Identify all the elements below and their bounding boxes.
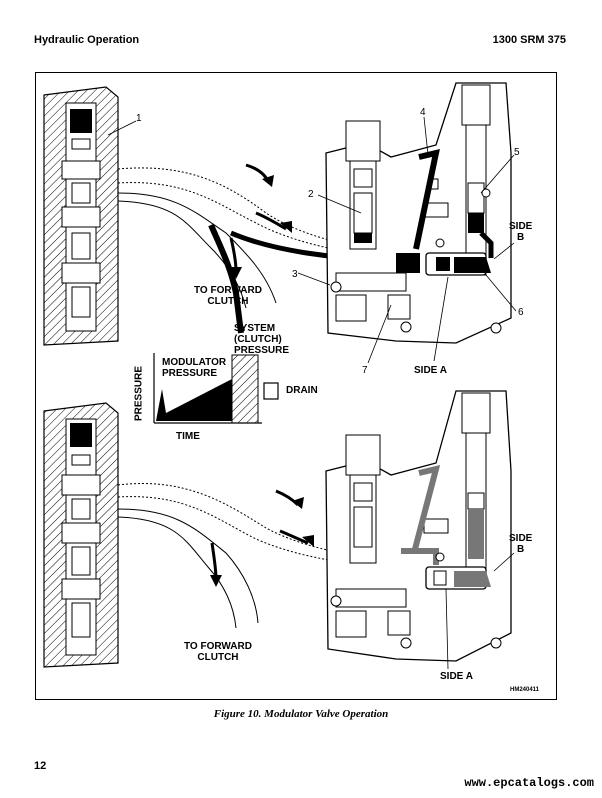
leader-lines-bottom	[445, 552, 515, 670]
leader-lines-top	[107, 116, 517, 364]
callout-2: 2	[308, 189, 314, 200]
modulator-valve-drawing	[43, 82, 517, 670]
valve-assembly-right-bottom	[325, 390, 512, 662]
header-section-title: Hydraulic Operation	[34, 34, 140, 46]
label-to-forward-clutch-bottom: TO FORWARD CLUTCH	[184, 641, 252, 663]
label-side-b-bottom: SIDE B	[509, 533, 533, 555]
drawing-id: HM240411	[510, 687, 540, 693]
callout-3: 3	[292, 269, 298, 280]
label-side-a-bottom: SIDE A	[440, 671, 473, 682]
figure-caption: Figure 10. Modulator Valve Operation	[213, 708, 389, 720]
flow-arrows-bottom	[210, 489, 314, 587]
valve-body-left-bottom	[43, 402, 119, 668]
label-system-clutch-pressure: SYSTEM (CLUTCH) PRESSURE	[234, 323, 290, 356]
label-modulator-pressure: MODULATOR PRESSURE	[162, 357, 227, 379]
valve-body-left-top	[43, 86, 119, 346]
figure-frame: 1 2 3 4 5 6 7 TO FORWARD CLUTCH SIDE B S…	[35, 72, 557, 700]
callout-5: 5	[514, 147, 520, 158]
label-to-forward-clutch-top: TO FORWARD CLUTCH	[194, 285, 262, 307]
label-side-b-top: SIDE B	[509, 221, 533, 243]
pressure-line-forward	[208, 223, 244, 334]
header-document-id: 1300 SRM 375	[492, 34, 566, 46]
drain-legend-swatch	[263, 382, 279, 400]
hoses-top	[117, 167, 367, 309]
label-pressure-axis: PRESSURE	[133, 366, 145, 422]
valve-assembly-right-top	[325, 82, 512, 344]
callout-6: 6	[518, 307, 524, 318]
flow-arrows-top	[229, 163, 292, 279]
callout-7: 7	[362, 365, 368, 376]
label-side-a-top: SIDE A	[414, 365, 447, 376]
page-number: 12	[34, 760, 47, 772]
callout-4: 4	[420, 107, 426, 118]
callout-1: 1	[136, 113, 142, 124]
label-time-axis: TIME	[176, 431, 200, 442]
pressure-time-graph	[153, 353, 279, 424]
watermark-text: www.epcatalogs.com	[464, 776, 594, 790]
label-drain: DRAIN	[286, 385, 318, 396]
